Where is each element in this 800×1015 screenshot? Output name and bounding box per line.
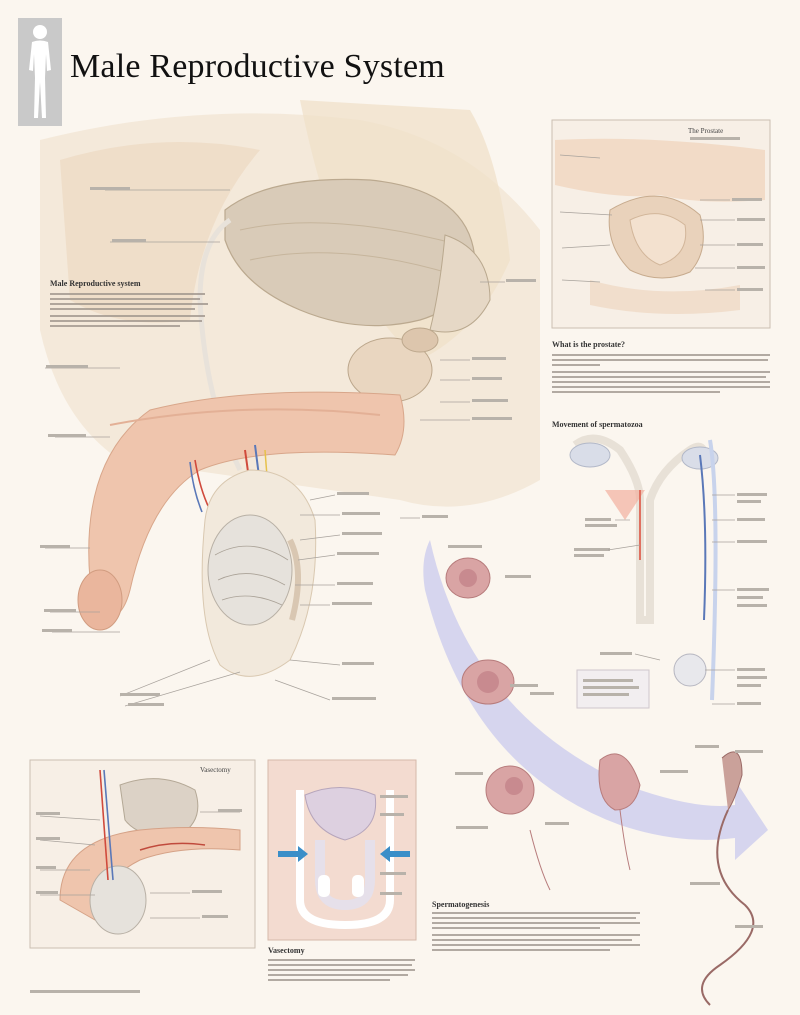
movement-heading: Movement of spermatozoa bbox=[552, 420, 643, 429]
main-text-heading: Male Reproductive system bbox=[50, 279, 141, 288]
human-figure-icon bbox=[18, 18, 62, 126]
poster-title: Male Reproductive System bbox=[70, 48, 445, 85]
vasectomy-inset-title: Vasectomy bbox=[200, 766, 231, 774]
prostate-inset-title: The Prostate bbox=[688, 127, 724, 135]
spermatogenesis-heading: Spermatogenesis bbox=[432, 900, 490, 909]
vasectomy-heading: Vasectomy bbox=[268, 946, 305, 955]
prostate-text-heading: What is the prostate? bbox=[552, 340, 625, 349]
